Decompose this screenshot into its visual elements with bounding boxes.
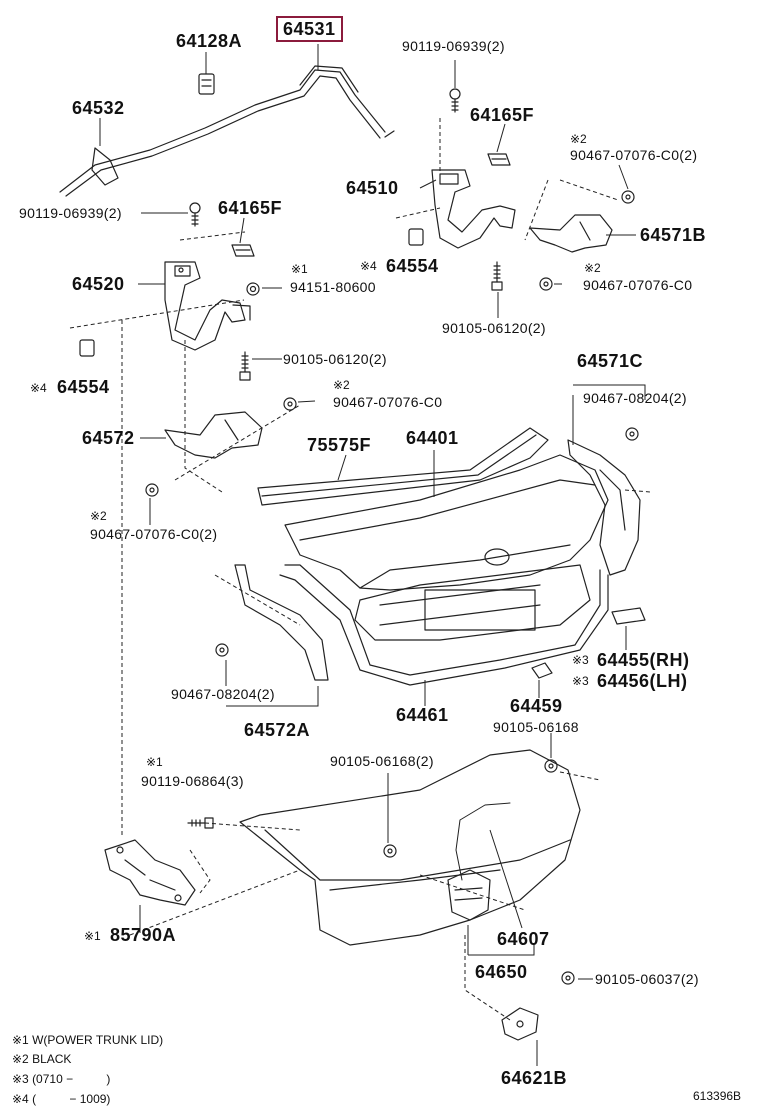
clip-90467-07076-mid bbox=[539, 277, 553, 291]
footnote-3: ※3 (0710 − ) bbox=[12, 1072, 111, 1086]
footnote-1: ※1 W(POWER TRUNK LID) bbox=[12, 1033, 164, 1047]
striker-plate-64459 bbox=[531, 662, 553, 679]
footnote-4: ※4 ( − 1009) bbox=[12, 1092, 111, 1106]
bolt-90105-06120-right bbox=[491, 261, 503, 291]
footnote-2: ※2 BLACK bbox=[12, 1052, 72, 1066]
part-label-64572A[interactable]: 64572A bbox=[244, 720, 311, 740]
note-marker-x2-c: ※2 bbox=[333, 378, 350, 392]
note-marker-x2-b: ※2 bbox=[584, 261, 601, 275]
part-label-90105-06168-left[interactable]: 90105-06168(2) bbox=[330, 753, 434, 769]
note-marker-x3-b: ※3 bbox=[572, 674, 589, 688]
note-marker-x4-a: ※4 bbox=[360, 259, 377, 273]
part-label-64165F-right[interactable]: 64165F bbox=[470, 105, 535, 125]
part-label-90467-07076-C0-b[interactable]: 90467-07076-C0 bbox=[583, 277, 693, 293]
hinge-right-64510 bbox=[431, 169, 516, 249]
part-label-94151-80600[interactable]: 94151-80600 bbox=[290, 279, 376, 295]
part-label-90105-06120-right[interactable]: 90105-06120(2) bbox=[442, 320, 546, 336]
part-label-85790A[interactable]: 85790A bbox=[110, 925, 177, 945]
note-marker-x1-b: ※1 bbox=[146, 755, 163, 769]
bolt-90119-06939-top bbox=[449, 88, 461, 113]
bushing-64165F-right bbox=[487, 153, 511, 166]
clip-90467-08204-left bbox=[215, 643, 229, 657]
note-marker-x1-c: ※1 bbox=[84, 929, 101, 943]
part-label-64621B[interactable]: 64621B bbox=[501, 1068, 568, 1088]
clip-64128A bbox=[198, 73, 215, 95]
part-label-64571B[interactable]: 64571B bbox=[640, 225, 707, 245]
weatherstrip-64461 bbox=[279, 564, 609, 686]
lock-assembly-64607 bbox=[447, 802, 511, 921]
part-label-64165F-left[interactable]: 64165F bbox=[218, 198, 283, 218]
part-label-64554-b[interactable]: 64554 bbox=[57, 377, 110, 397]
trunk-lid-panel-64401 bbox=[284, 454, 609, 641]
hinge-cover-64571B bbox=[529, 214, 613, 253]
part-label-90105-06037[interactable]: 90105-06037(2) bbox=[595, 971, 699, 987]
note-marker-x2-a: ※2 bbox=[570, 132, 587, 146]
bolt-90105-06168-left bbox=[383, 844, 397, 858]
part-label-90105-06168-right[interactable]: 90105-06168 bbox=[493, 719, 579, 735]
part-label-64459[interactable]: 64459 bbox=[510, 696, 563, 716]
spoiler-75575F bbox=[257, 427, 549, 506]
stopper-64554-right bbox=[408, 228, 424, 246]
part-label-90467-07076-C0-2-a[interactable]: 90467-07076-C0(2) bbox=[570, 147, 698, 163]
hinge-left-64520 bbox=[164, 261, 251, 351]
part-label-64461[interactable]: 64461 bbox=[396, 705, 449, 725]
note-marker-x2-d: ※2 bbox=[90, 509, 107, 523]
part-label-90119-06864[interactable]: 90119-06864(3) bbox=[141, 773, 244, 789]
striker-64621B bbox=[501, 1007, 539, 1041]
clip-90467-07076-right-of-64572 bbox=[283, 397, 297, 411]
part-label-90467-08204-right[interactable]: 90467-08204(2) bbox=[583, 390, 687, 406]
part-label-90119-06939-left[interactable]: 90119-06939(2) bbox=[19, 205, 122, 221]
clip-90467-07076-top bbox=[621, 190, 635, 204]
part-label-64532[interactable]: 64532 bbox=[72, 98, 125, 118]
part-label-64520[interactable]: 64520 bbox=[72, 274, 125, 294]
bolt-90105-06168-top bbox=[544, 759, 558, 773]
part-label-90119-06939-top[interactable]: 90119-06939(2) bbox=[402, 38, 505, 54]
part-label-75575F[interactable]: 75575F bbox=[307, 435, 372, 455]
torsion-bar-assembly bbox=[59, 65, 395, 197]
part-label-90467-07076-C0-c[interactable]: 90467-07076-C0 bbox=[333, 394, 443, 410]
closer-motor-85790A bbox=[104, 839, 196, 906]
part-label-64650[interactable]: 64650 bbox=[475, 962, 528, 982]
clip-90467-08204-right bbox=[625, 427, 639, 441]
leader-lines bbox=[99, 44, 646, 1066]
note-marker-x4-b: ※4 bbox=[30, 381, 47, 395]
clip-90467-07076-below-64572 bbox=[145, 483, 159, 497]
part-label-64128A[interactable]: 64128A bbox=[176, 31, 243, 51]
weatherstrip-side-64572A bbox=[234, 564, 329, 681]
part-label-64607[interactable]: 64607 bbox=[497, 929, 550, 949]
bolt-90105-06120-left bbox=[239, 351, 251, 381]
part-label-90467-08204-left[interactable]: 90467-08204(2) bbox=[171, 686, 275, 702]
part-label-90105-06120-left[interactable]: 90105-06120(2) bbox=[283, 351, 387, 367]
trunk-lid-inner-panel bbox=[239, 749, 581, 946]
figure-code: 613396B bbox=[693, 1089, 742, 1103]
part-label-64455[interactable]: 64455(RH) bbox=[597, 650, 690, 670]
hinge-cover-64572 bbox=[164, 411, 263, 459]
dashed-reference-lines bbox=[69, 118, 651, 1021]
part-label-64510[interactable]: 64510 bbox=[346, 178, 399, 198]
note-marker-x1-a: ※1 bbox=[291, 262, 308, 276]
bolt-90119-06864 bbox=[187, 817, 214, 829]
bolt-90119-06939-left bbox=[189, 202, 201, 227]
part-label-64571C[interactable]: 64571C bbox=[577, 351, 644, 371]
note-marker-x3-a: ※3 bbox=[572, 653, 589, 667]
stopper-64554-left bbox=[79, 339, 95, 357]
cushion-64455-64456 bbox=[611, 607, 646, 625]
side-cover-64571C bbox=[567, 439, 641, 576]
part-label-64401[interactable]: 64401 bbox=[406, 428, 459, 448]
part-label-64554-a[interactable]: 64554 bbox=[386, 256, 439, 276]
part-label-64531[interactable]: 64531 bbox=[276, 16, 343, 42]
bolt-90105-06037 bbox=[561, 971, 575, 985]
part-label-64572[interactable]: 64572 bbox=[82, 428, 135, 448]
bushing-64165F-left bbox=[231, 244, 255, 257]
nut-94151-80600 bbox=[246, 282, 260, 296]
part-label-64456[interactable]: 64456(LH) bbox=[597, 671, 688, 691]
part-label-90467-07076-C0-2-d[interactable]: 90467-07076-C0(2) bbox=[90, 526, 218, 542]
